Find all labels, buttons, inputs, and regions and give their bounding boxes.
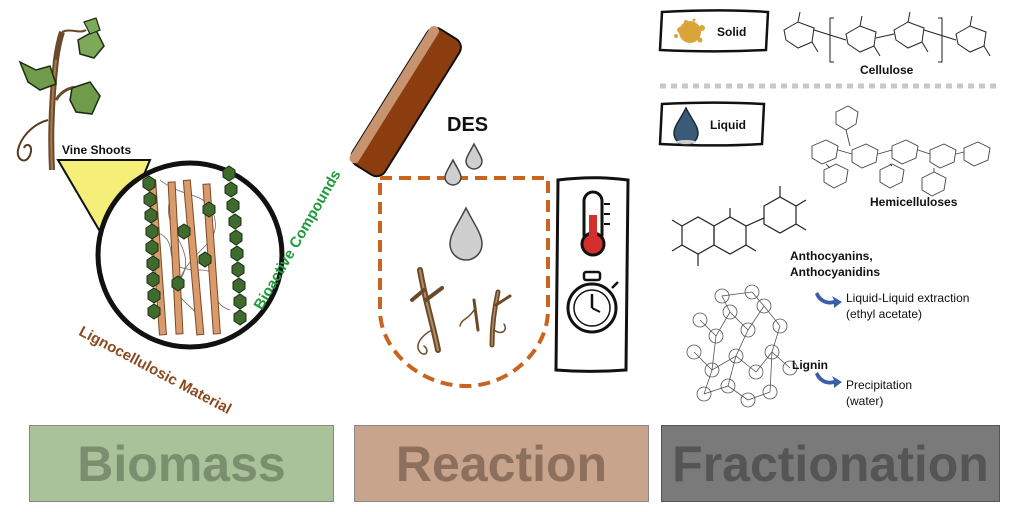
vine-shoots-label: Vine Shoots <box>62 143 132 157</box>
cellulose-structure <box>783 11 991 63</box>
liquid-label: Liquid <box>710 118 746 132</box>
precipitation-line: Precipitation <box>846 378 913 392</box>
vessel-lid <box>349 26 462 178</box>
vine-shoot-icon <box>16 17 105 171</box>
hemicelluloses-structure <box>811 105 991 197</box>
lle-label: Liquid-Liquid extraction (ethyl acetate) <box>846 290 969 322</box>
fractionation-stage-box: Fractionation <box>661 425 1000 502</box>
solid-powder-icon <box>674 18 705 43</box>
water-line: (water) <box>846 394 884 408</box>
anthocyanins-line: Anthocyanins, <box>790 249 873 263</box>
lle-line: Liquid-Liquid extraction <box>846 291 970 305</box>
anthocyanins-label: Anthocyanins, Anthocyanidins <box>790 248 880 280</box>
des-label: DES <box>447 114 489 136</box>
liquid-drop-icon <box>673 106 699 146</box>
cellulose-label: Cellulose <box>860 63 914 77</box>
reaction-stage-box: Reaction <box>354 425 649 502</box>
hemicelluloses-label: Hemicelluloses <box>870 195 958 209</box>
solid-badge <box>658 9 770 53</box>
lignin-label: Lignin <box>792 358 828 372</box>
reaction-vessel <box>378 176 550 389</box>
ethyl-acetate-line: (ethyl acetate) <box>846 307 923 321</box>
solid-label: Solid <box>717 25 747 39</box>
precipitation-label: Precipitation (water) <box>846 377 912 409</box>
stopwatch-icon <box>566 270 619 334</box>
des-droplets <box>444 142 483 261</box>
vine-twigs-icon <box>410 267 512 355</box>
biomass-stage-box: Biomass <box>29 425 334 502</box>
thermometer-icon <box>580 190 610 257</box>
process-arrows <box>815 292 842 388</box>
lignin-structure <box>686 284 798 408</box>
reaction-stage-label: Reaction <box>395 435 608 492</box>
anthocyanin-structure <box>671 186 807 266</box>
anthocyanidins-line: Anthocyanidins <box>790 265 881 279</box>
biomass-stage-label: Biomass <box>77 435 286 492</box>
fractionation-stage-label: Fractionation <box>672 435 989 492</box>
bioactive-compound-chains <box>142 165 247 326</box>
